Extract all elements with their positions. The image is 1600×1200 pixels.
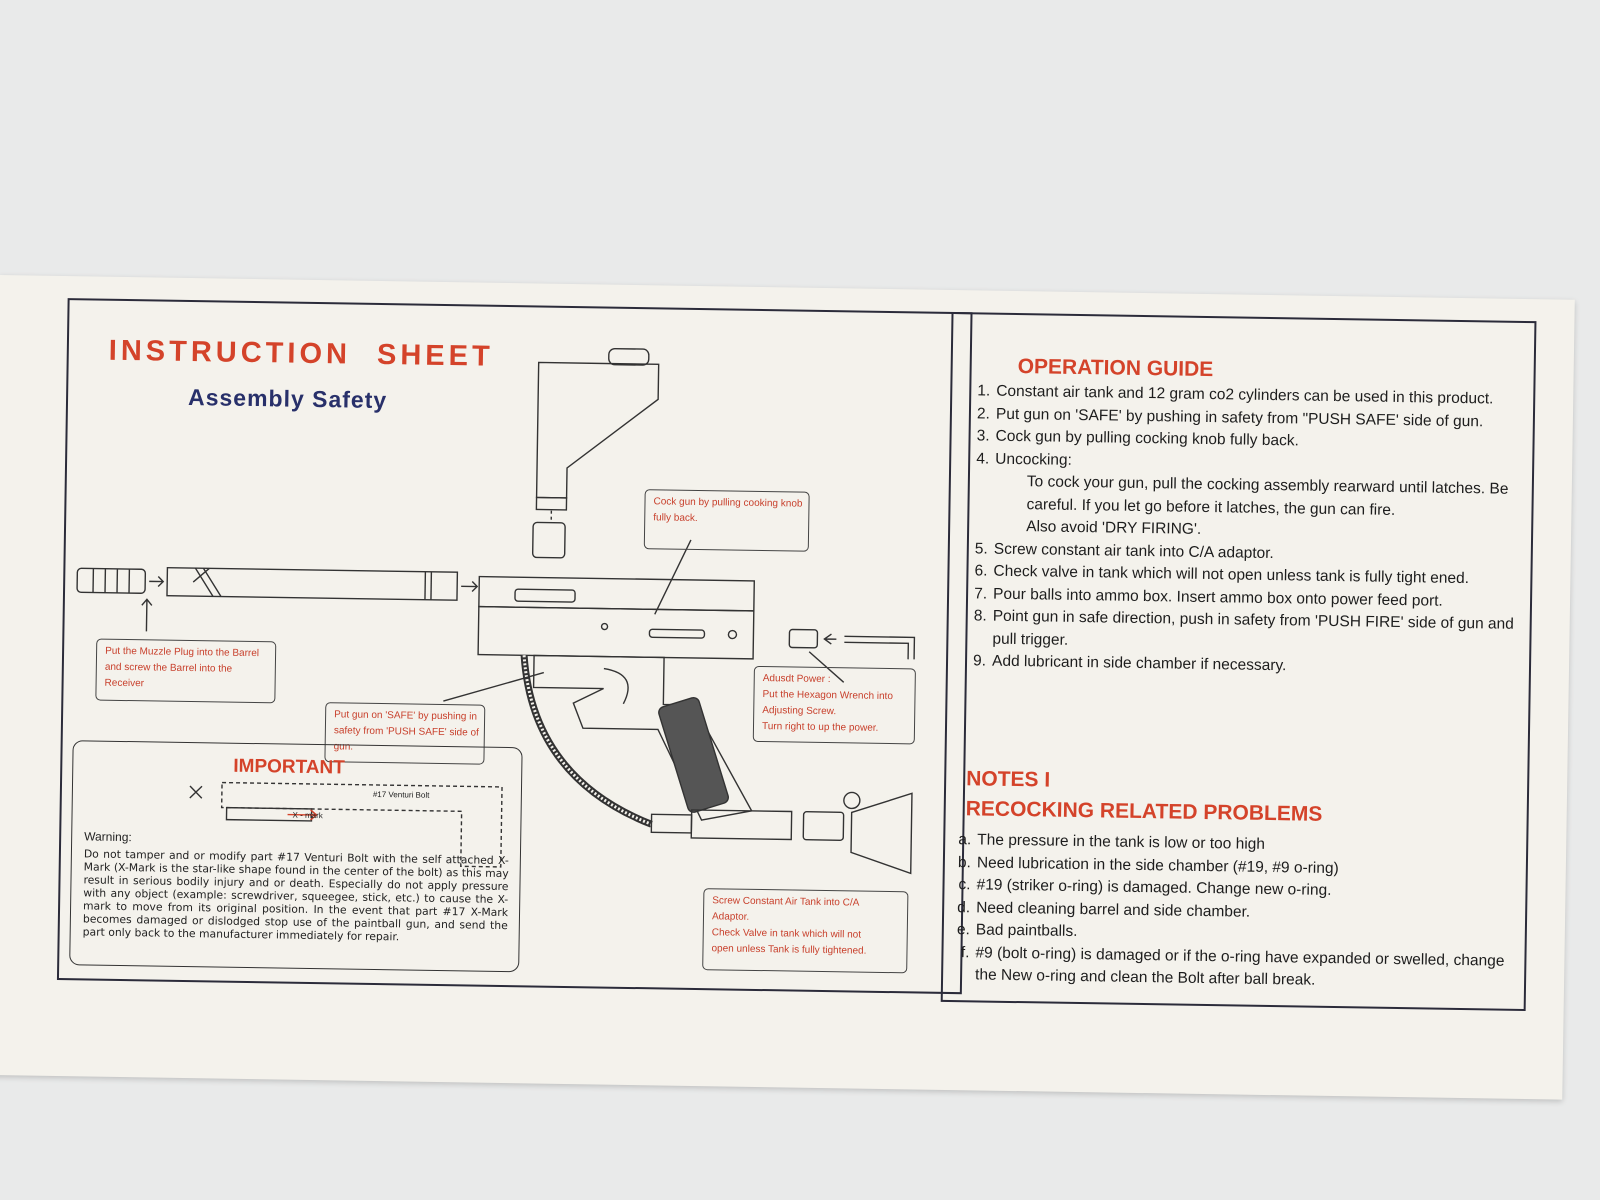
tank-valve-drawing [802, 811, 845, 841]
callout-muzzle-plug: Put the Muzzle Plug into the Barrel and … [95, 638, 277, 704]
note-letter: c. [958, 876, 971, 894]
step-number: 9. [972, 652, 987, 670]
hopper-lid-drawing [608, 347, 650, 366]
note-item: f.#9 (bolt o-ring) is damaged or if the … [943, 941, 1519, 995]
operation-steps: 1.Constant air tank and 12 gram co2 cyli… [960, 380, 1520, 681]
warning-label: Warning: [84, 829, 132, 845]
step-number: 1. [977, 382, 991, 400]
callout-cock-gun: Cock gun by pulling cooking knob fully b… [643, 489, 810, 552]
operation-panel: OPERATION GUIDE 1.Constant air tank and … [940, 311, 1537, 1012]
warning-text: Do not tamper and or modify part #17 Ven… [82, 847, 509, 944]
adaptor-body-drawing [690, 809, 793, 841]
x-mark-label: X - mark [292, 810, 323, 821]
barrel-drawing [166, 566, 459, 601]
step-number [962, 470, 995, 515]
body-drawing [477, 605, 755, 660]
grip-drawing [658, 697, 729, 813]
assembly-panel: INSTRUCTION SHEET Assembly Safety [56, 298, 973, 995]
hopper-neck-drawing [535, 496, 568, 511]
adaptor-drawing [650, 813, 693, 834]
hose-drawing [520, 655, 653, 828]
step-text: Point gun in safe direction, push in saf… [992, 607, 1514, 649]
recocking-problems-list: a.The pressure in the tank is low or too… [943, 829, 1520, 996]
note-letter: d. [957, 898, 971, 916]
important-box: IMPORTANT #17 Venturi Bolt X - mark Warn… [69, 740, 523, 973]
venturi-bolt-label: #17 Venturi Bolt [372, 789, 430, 800]
note-letter: e. [956, 921, 970, 939]
step-number: 2. [976, 404, 991, 423]
instruction-sheet: INSTRUCTION SHEET Assembly Safety [0, 275, 1575, 1100]
air-tank-drawing [850, 792, 913, 875]
step-number: 4. [976, 449, 990, 468]
note-letter: f. [960, 943, 970, 961]
notes-subheading: RECOCKING RELATED PROBLEMS [965, 797, 1323, 826]
adjusting-screw-drawing [788, 628, 819, 649]
notes-title: NOTES I RECOCKING RELATED PROBLEMS [965, 764, 1323, 830]
important-title: IMPORTANT [233, 755, 345, 779]
hopper-drawing [535, 361, 660, 499]
note-text: #9 (bolt o-ring) is damaged or if the o-… [974, 943, 1505, 989]
callout-adjust-power: Adusdt Power : Put the Hexagon Wrench in… [752, 665, 916, 745]
step-number: 3. [976, 427, 990, 445]
callout-air-tank: Screw Constant Air Tank into C/A Adaptor… [702, 888, 909, 974]
step-number: 6. [974, 562, 988, 580]
step-number: 7. [974, 584, 988, 603]
step-number: 8. [973, 607, 987, 625]
feed-tube-drawing [531, 521, 566, 559]
note-letter: b. [957, 853, 972, 871]
gun-assembly-diagram [76, 347, 916, 875]
note-letter: a. [958, 831, 972, 849]
step-number [962, 515, 994, 538]
operation-guide-title: OPERATION GUIDE [1017, 354, 1214, 382]
trigger-drawing [603, 667, 629, 705]
step-number: 5. [974, 539, 988, 558]
muzzle-plug-drawing [76, 567, 147, 594]
receiver-drawing [478, 575, 755, 612]
cocking-knob-drawing [648, 628, 706, 639]
hex-wrench-drawing [844, 635, 916, 660]
step-text: To cock your gun, pull the cocking assem… [1026, 473, 1509, 519]
